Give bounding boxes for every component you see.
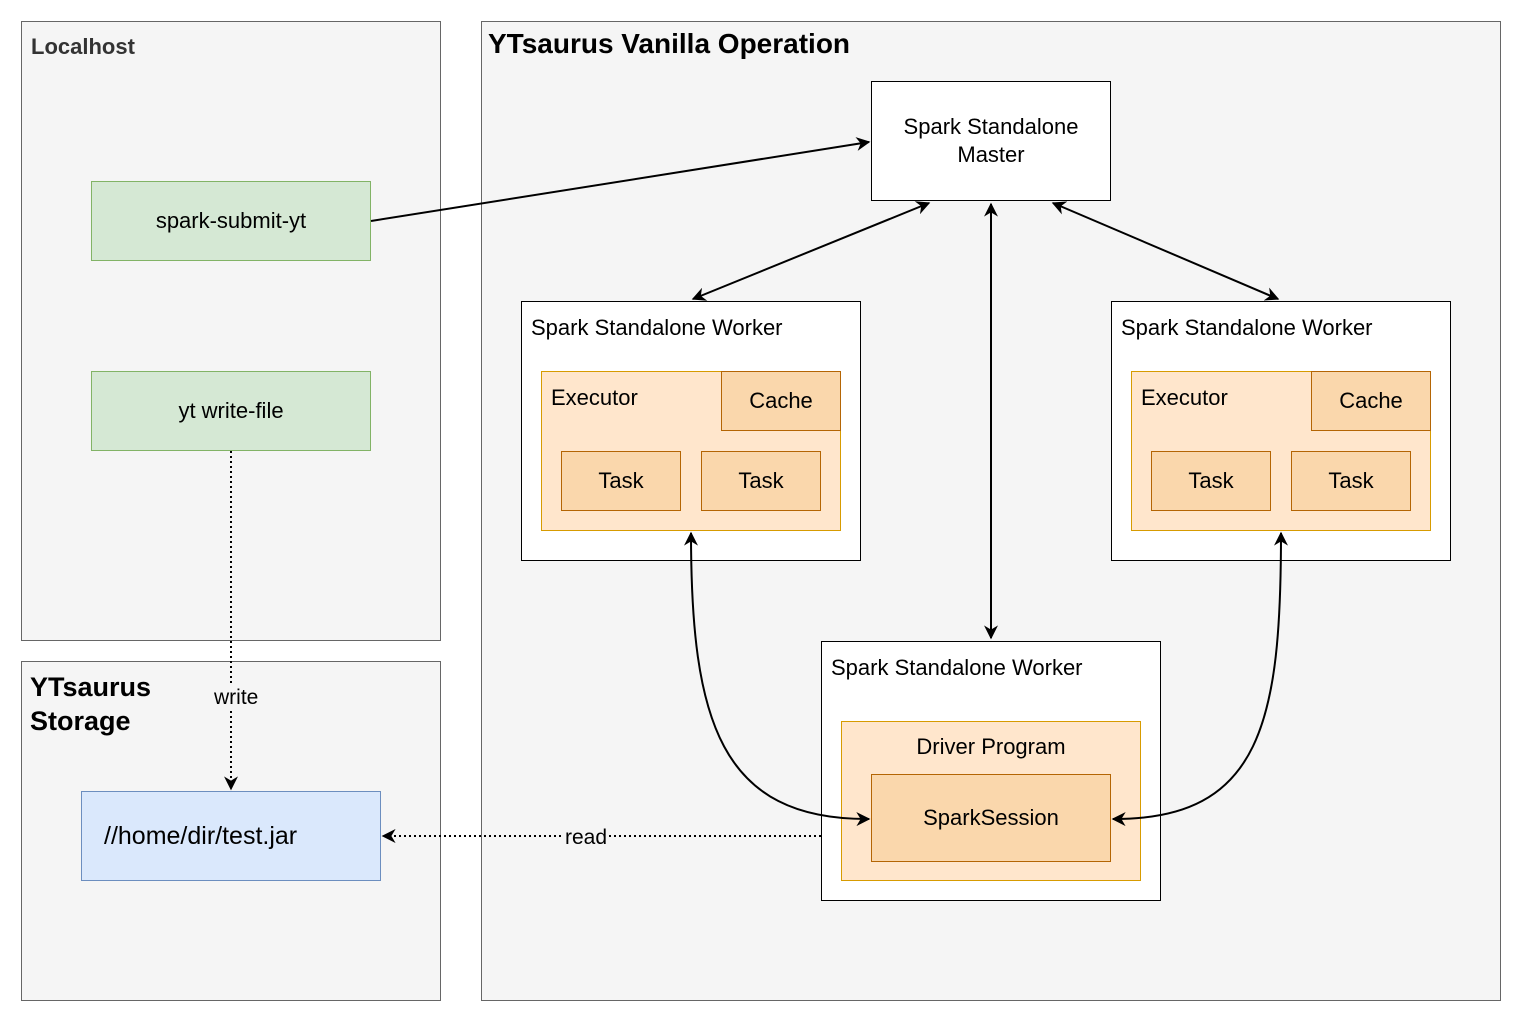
spark-submit-yt-node[interactable]: spark-submit-yt xyxy=(91,181,371,261)
task-right-2[interactable]: Task xyxy=(1291,451,1411,511)
worker-left-title: Spark Standalone Worker xyxy=(531,315,783,340)
worker-driver-title: Spark Standalone Worker xyxy=(831,655,1083,680)
edge-executor-left-session xyxy=(684,531,871,827)
task-left-2[interactable]: Task xyxy=(701,451,821,511)
localhost-title: Localhost xyxy=(31,34,135,59)
spark-session-node[interactable]: SparkSession xyxy=(871,774,1111,862)
executor-left-label: Executor xyxy=(551,385,638,410)
worker-right-title: Spark Standalone Worker xyxy=(1121,315,1373,340)
task-right-1[interactable]: Task xyxy=(1151,451,1271,511)
yt-write-file-node[interactable]: yt write-file xyxy=(91,371,371,451)
vanilla-operation-title: YTsaurus Vanilla Operation xyxy=(488,28,851,59)
spark-master-node[interactable]: Spark Standalone Master xyxy=(871,81,1111,201)
storage-title: YTsaurus Storage xyxy=(30,672,152,736)
test-jar-node[interactable]: //home/dir/test.jar xyxy=(81,791,381,881)
edge-submit-master xyxy=(370,137,871,222)
driver-program-label: Driver Program xyxy=(916,734,1066,759)
cache-right[interactable]: Cache xyxy=(1311,371,1431,431)
task-left-1[interactable]: Task xyxy=(561,451,681,511)
edge-master-worker-right xyxy=(1051,201,1280,301)
edge-master-worker-left xyxy=(691,201,931,301)
write-label: write xyxy=(212,686,261,710)
read-label: read xyxy=(563,826,610,850)
edge-executor-right-session xyxy=(1111,531,1288,827)
cache-left[interactable]: Cache xyxy=(721,371,841,431)
executor-right-label: Executor xyxy=(1141,385,1228,410)
